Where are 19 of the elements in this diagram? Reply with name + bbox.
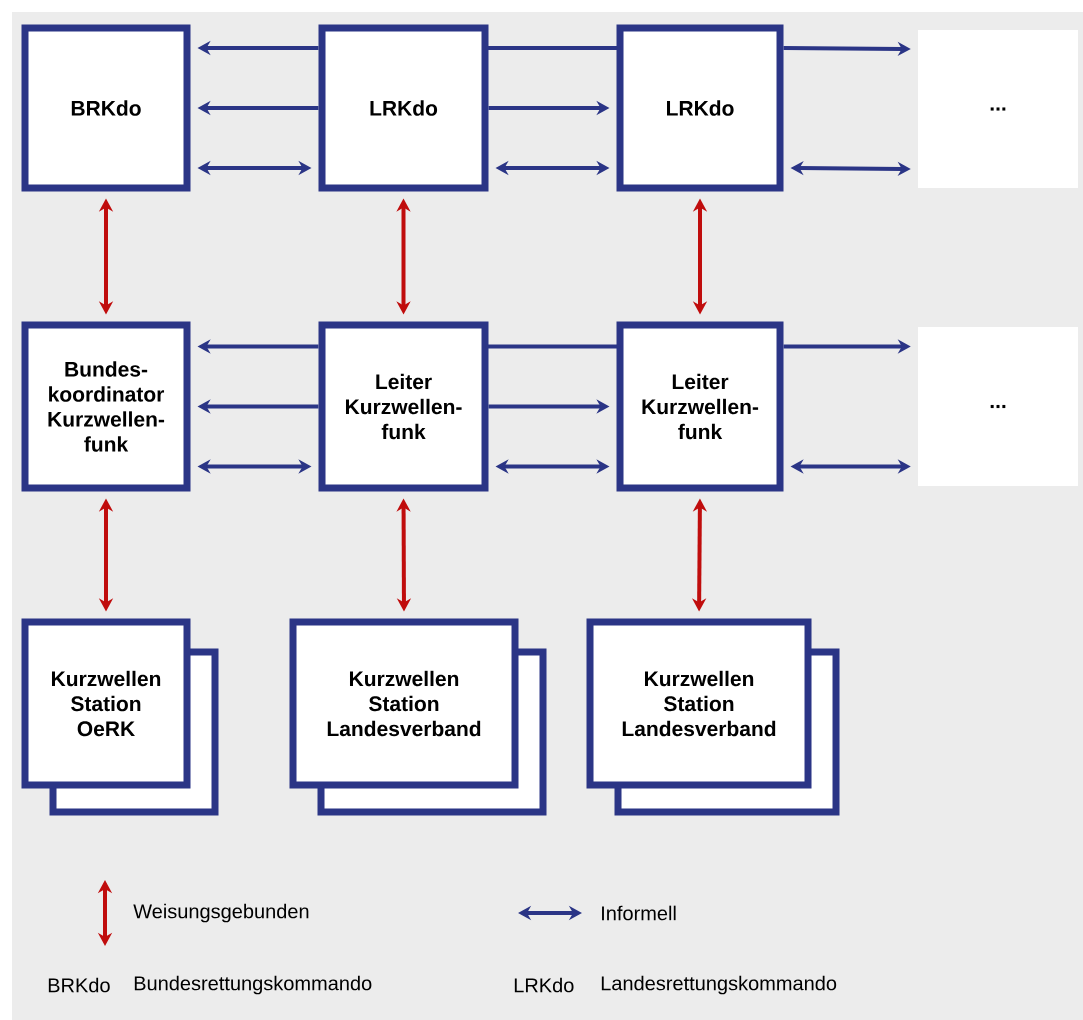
abbreviation: LRKdo bbox=[514, 977, 574, 993]
abbreviation-meaning: Landesrettungskommando bbox=[601, 975, 837, 995]
abbreviation: BRKdo bbox=[48, 977, 110, 993]
stacked-box: Kurzwellen Station Landesverband bbox=[289, 618, 547, 816]
legend-label: Informell bbox=[602, 905, 676, 921]
process-box: LRKdo bbox=[616, 24, 784, 192]
abbreviation-meaning: Bundesrettungskommando bbox=[134, 975, 372, 995]
connector-line bbox=[485, 46, 620, 50]
continuation-box: ... bbox=[918, 327, 1078, 486]
stacked-box: Kurzwellen Station Landesverband bbox=[586, 618, 840, 816]
stacked-box: Kurzwellen Station OeRK bbox=[21, 618, 219, 816]
process-box: BRKdo bbox=[21, 24, 191, 192]
process-box: Leiter Kurzwellen-funk bbox=[318, 321, 489, 492]
legend-label: Weisungsgebunden bbox=[133, 903, 309, 923]
connector-line bbox=[485, 344, 620, 349]
process-box: LRKdo bbox=[318, 24, 489, 192]
continuation-box: ... bbox=[918, 30, 1078, 188]
process-box: Bundes-koordinator Kurzwellen-funk bbox=[21, 321, 191, 492]
process-box: Leiter Kurzwellen-funk bbox=[616, 321, 784, 492]
